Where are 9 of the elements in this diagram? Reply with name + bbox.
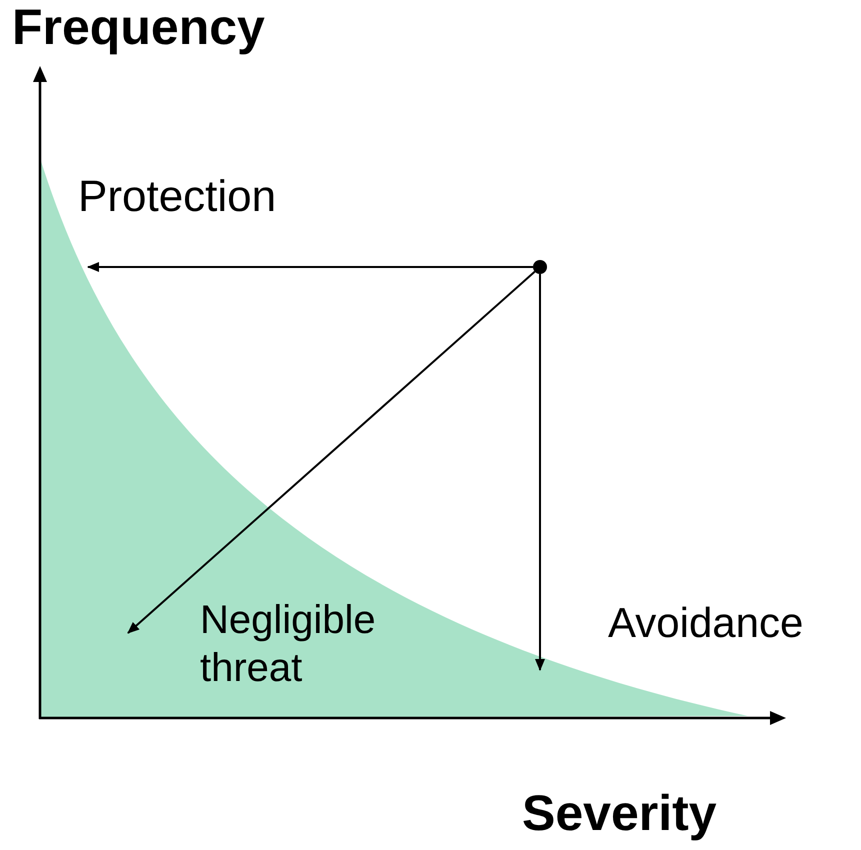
region-label: Avoidance: [608, 602, 804, 644]
axis-title: Severity: [522, 788, 717, 838]
point-marker: [533, 260, 547, 274]
arrow: [87, 262, 533, 272]
arrow: [535, 274, 545, 671]
region-label: Protection: [78, 175, 276, 219]
axis-title: Frequency: [12, 2, 265, 52]
arrow: [127, 270, 536, 634]
region-label: Negligible threat: [200, 597, 377, 692]
